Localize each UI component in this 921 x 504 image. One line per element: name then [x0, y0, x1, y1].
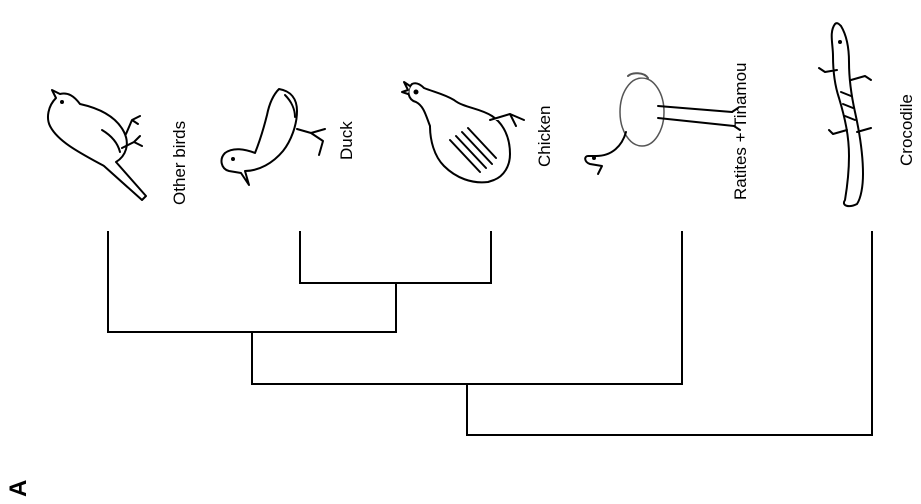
duck-icon	[220, 88, 326, 186]
taxon-label-crocodile: Crocodile	[897, 94, 916, 166]
panel-label: A	[5, 480, 32, 497]
taxon-label-chicken: Chicken	[535, 106, 554, 167]
chicken-icon	[401, 81, 525, 184]
branch-duck-chicken	[299, 231, 492, 284]
branch-birds	[251, 231, 683, 385]
ostrich-icon	[584, 72, 741, 175]
songbird-icon	[47, 89, 147, 201]
branch-archosaurs	[466, 231, 873, 436]
tree-branches	[107, 231, 873, 436]
taxon-label-duck: Duck	[337, 121, 356, 160]
taxon-label-other-birds: Other birds	[170, 121, 189, 205]
taxon-label-ratites-tinamou: Ratites + Tinamou	[731, 63, 750, 201]
crocodile-icon	[818, 22, 872, 208]
